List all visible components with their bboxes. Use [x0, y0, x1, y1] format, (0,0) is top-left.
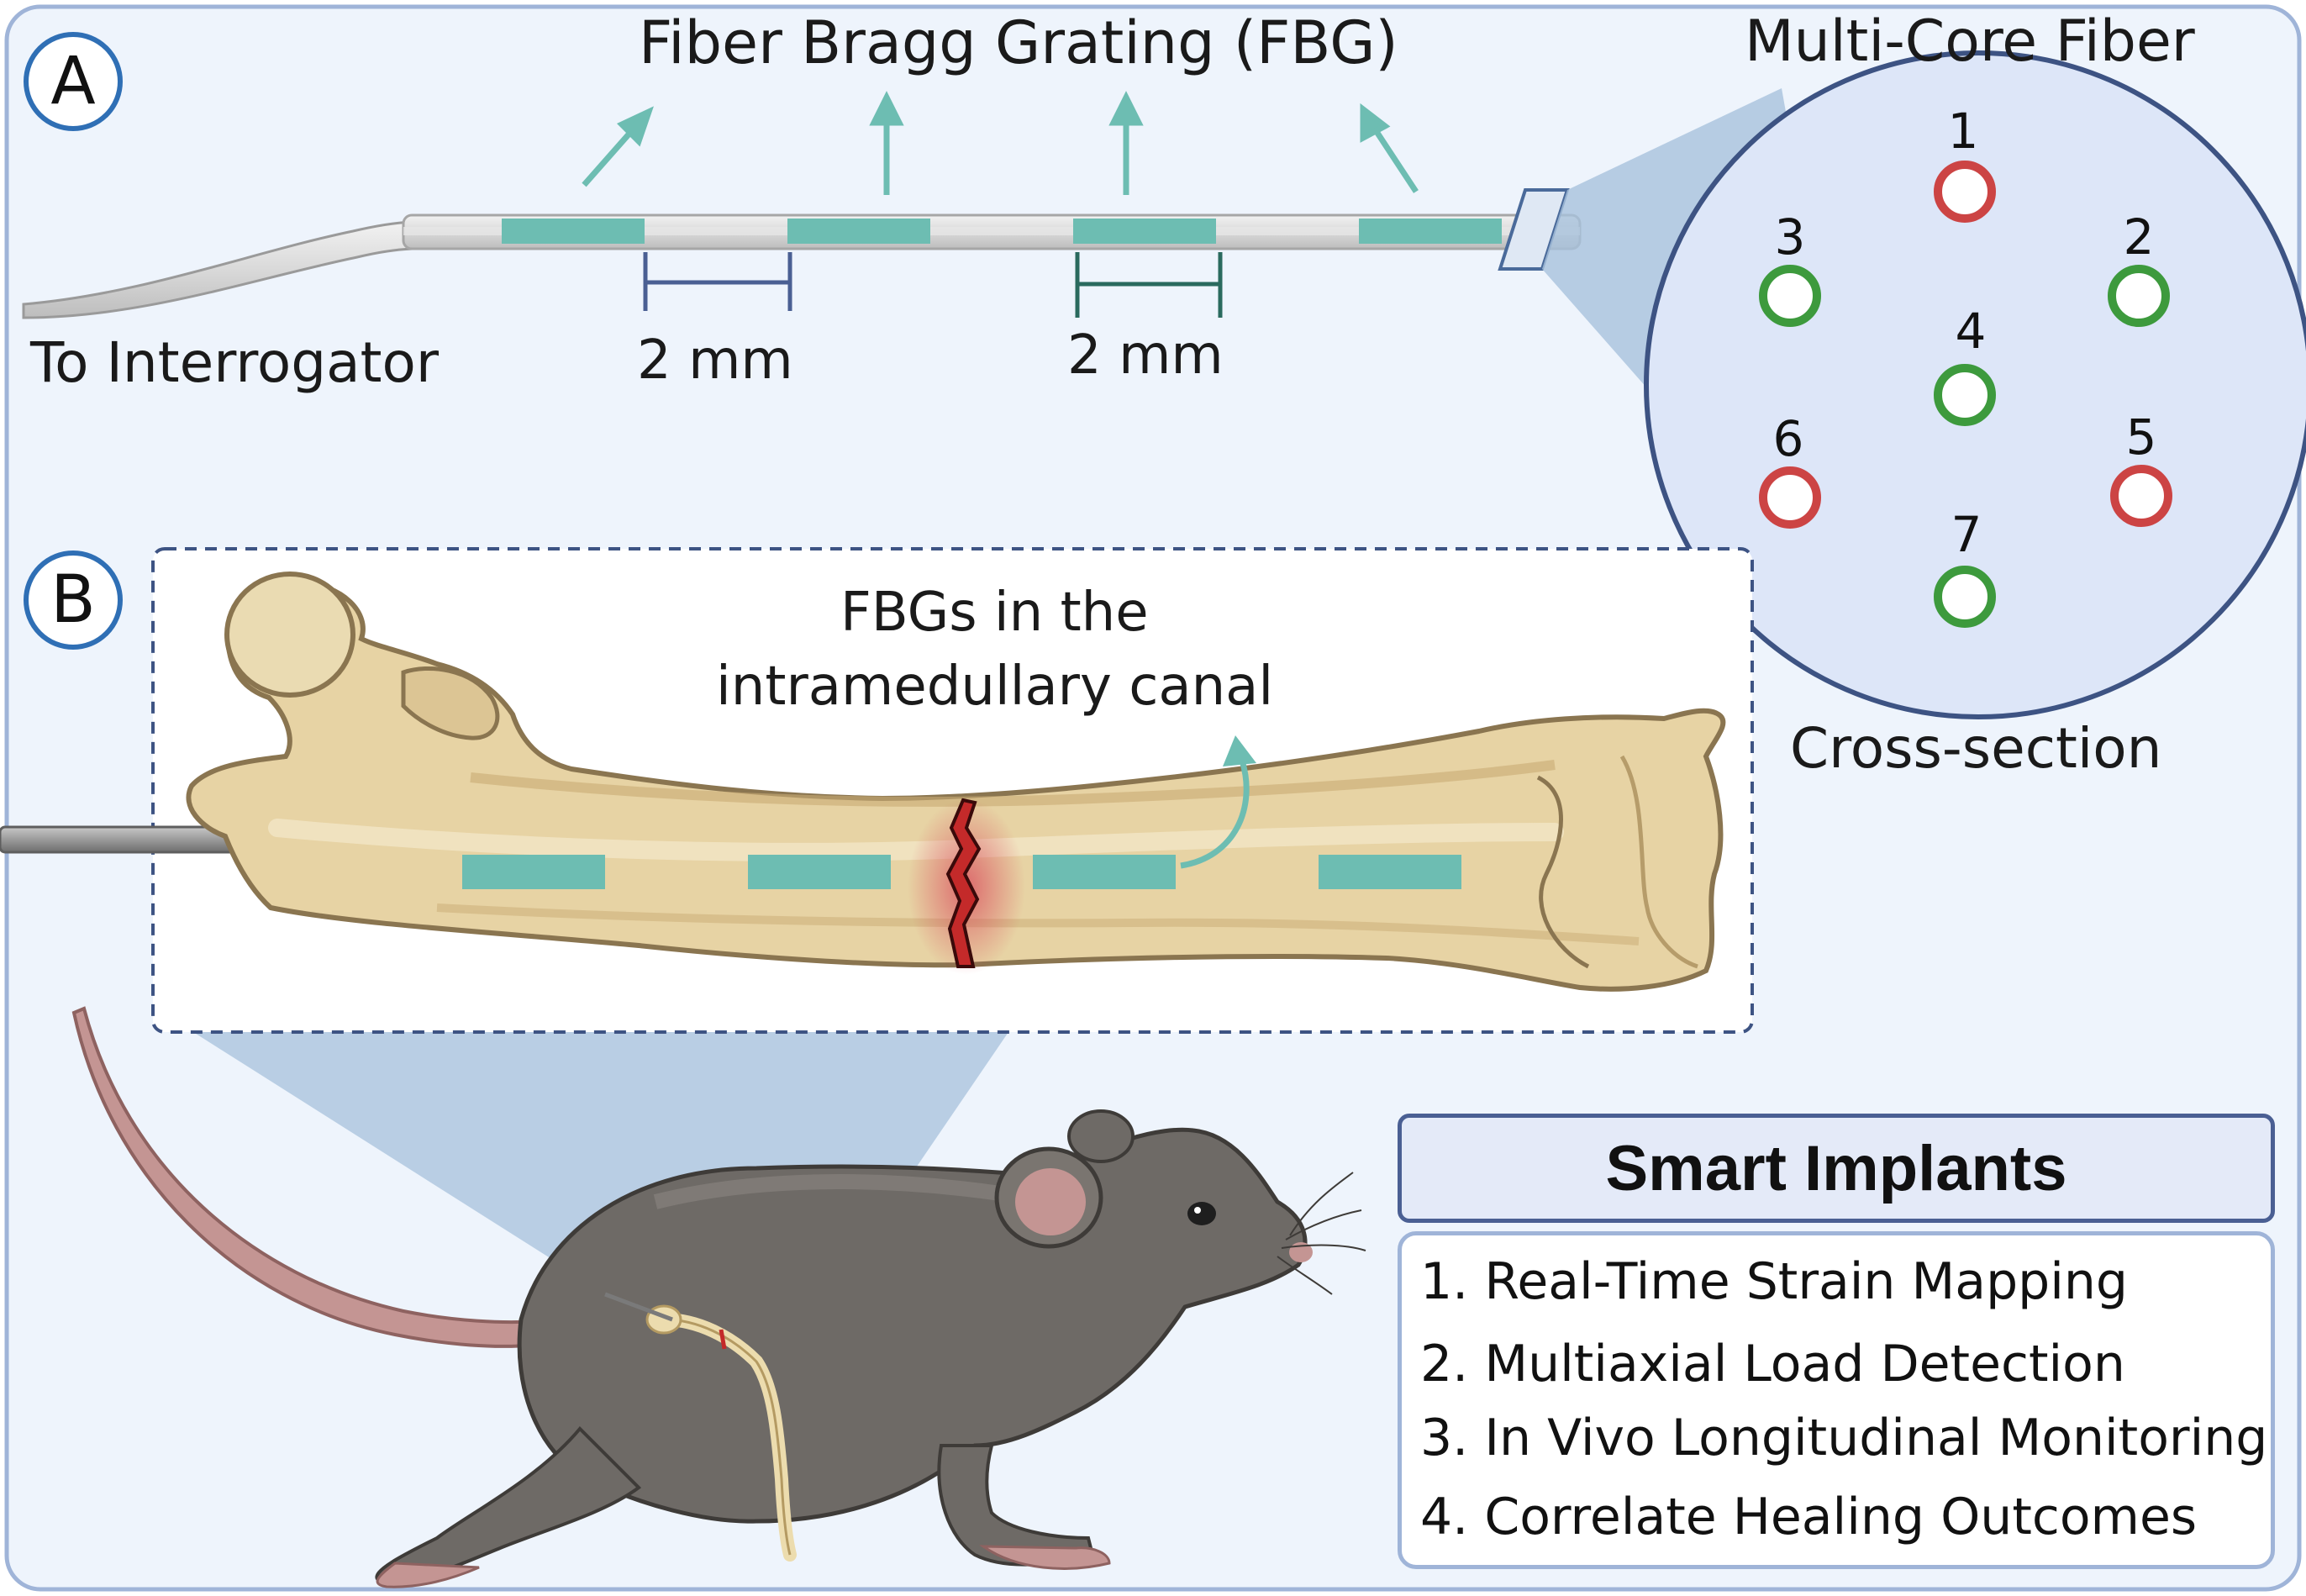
multicore-title: Multi-Core Fiber [1745, 8, 2195, 75]
spacing-bracket-1 [643, 252, 792, 311]
panel-b-marker: B [24, 550, 123, 650]
fbg-title: Fiber Bragg Grating (FBG) [639, 8, 1398, 77]
core-number-label: 3 [1774, 208, 1806, 266]
canal-fbg-segment [462, 855, 605, 889]
core-number-label: 5 [2125, 408, 2157, 466]
spacing-label: 2 mm [637, 329, 793, 392]
fiber-core-6 [1759, 466, 1821, 529]
canal-arrow-head [1223, 735, 1256, 766]
spacing-bracket-2 [1075, 252, 1223, 318]
smart-implants-item: 4. Correlate Healing Outcomes [1420, 1488, 2198, 1546]
canal-fbg-segment [1033, 855, 1176, 889]
fbg-segment [787, 219, 930, 244]
smart-implants-list: 1. Real-Time Strain Mapping 2. Multiaxia… [1398, 1231, 2275, 1569]
core-number-label: 1 [1947, 103, 1979, 160]
fbg-segment [1359, 219, 1502, 244]
smart-implants-item: 2. Multiaxial Load Detection [1420, 1335, 2125, 1393]
fiber-core-7 [1934, 566, 1996, 628]
mouse-illustration [71, 1006, 1366, 1588]
smart-implants-item: 3. In Vivo Longitudinal Monitoring [1420, 1409, 2268, 1467]
canal-pointer-arrow [1180, 759, 1250, 869]
interrogator-label: To Interrogator [30, 330, 440, 395]
canal-fbg-segment [748, 855, 891, 889]
fiber-core-4 [1934, 364, 1996, 426]
spacing-label: 2 mm [1067, 324, 1224, 387]
panel-a-marker: A [24, 32, 123, 131]
core-number-label: 7 [1951, 506, 1982, 563]
smart-implants-title: Smart Implants [1605, 1132, 2067, 1204]
panel-a-letter: A [50, 44, 96, 119]
smart-implants-header: Smart Implants [1398, 1114, 2275, 1223]
fiber-core-2 [2108, 265, 2170, 327]
cross-section-label: Cross-section [1790, 716, 2162, 781]
smart-implants-item: 1. Real-Time Strain Mapping [1420, 1252, 2129, 1311]
core-group [1759, 161, 2172, 628]
fiber-core-3 [1759, 265, 1821, 327]
canal-fbg-segment [1319, 855, 1461, 889]
fbg-arrows [582, 91, 1419, 195]
core-number-label: 6 [1772, 410, 1804, 467]
core-number-label: 2 [2123, 208, 2155, 266]
fracture-line [945, 798, 982, 968]
fiber-core-line [403, 227, 1580, 235]
fiber-core-5 [2110, 465, 2172, 527]
canal-label-line1: FBGs in the [840, 582, 1149, 644]
fbg-segment [502, 219, 645, 244]
fiber-core-1 [1934, 161, 1996, 223]
fbg-segment [1073, 219, 1216, 244]
canal-label-line2: intramedullary canal [716, 656, 1274, 718]
panel-b-letter: B [50, 562, 96, 638]
core-number-label: 4 [1955, 303, 1987, 360]
